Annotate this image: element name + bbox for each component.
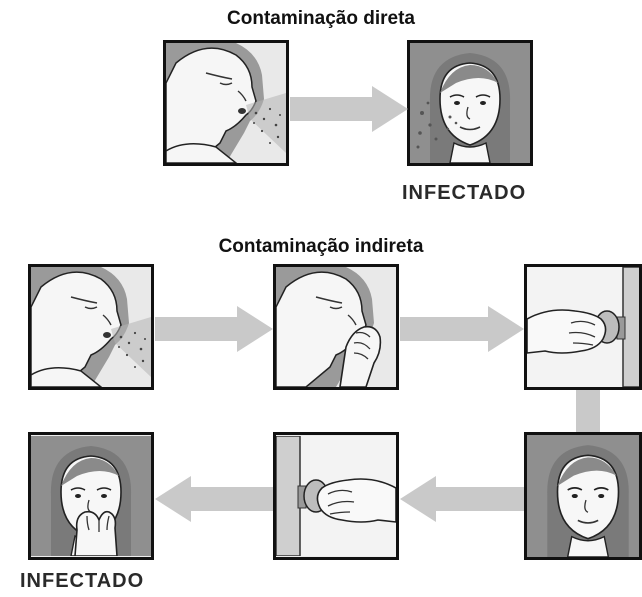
- arrow-row2-first: [400, 476, 524, 522]
- arrow-row1-second: [400, 306, 524, 352]
- panel-hand-touching-knob-2: [273, 432, 399, 560]
- indirect-infected-label: INFECTADO: [20, 570, 145, 592]
- panel-person-touching-face: [28, 432, 154, 560]
- panel-person-coughing-direct: [163, 40, 289, 166]
- panel-person-covering-mouth: [273, 264, 399, 390]
- direct-contamination-title: Contaminação direta: [227, 8, 415, 29]
- arrow-row2-second: [155, 476, 273, 522]
- panel-hand-touching-knob-1: [524, 264, 642, 390]
- direct-infected-label: INFECTADO: [402, 182, 527, 204]
- panel-infected-face: [407, 40, 533, 166]
- arrow-down-connector: [576, 390, 600, 434]
- arrow-direct-right: [290, 86, 408, 132]
- indirect-contamination-title: Contaminação indireta: [218, 236, 424, 257]
- arrow-row1-first: [155, 306, 273, 352]
- panel-person-coughing-indirect: [28, 264, 154, 390]
- panel-healthy-face: [524, 432, 642, 560]
